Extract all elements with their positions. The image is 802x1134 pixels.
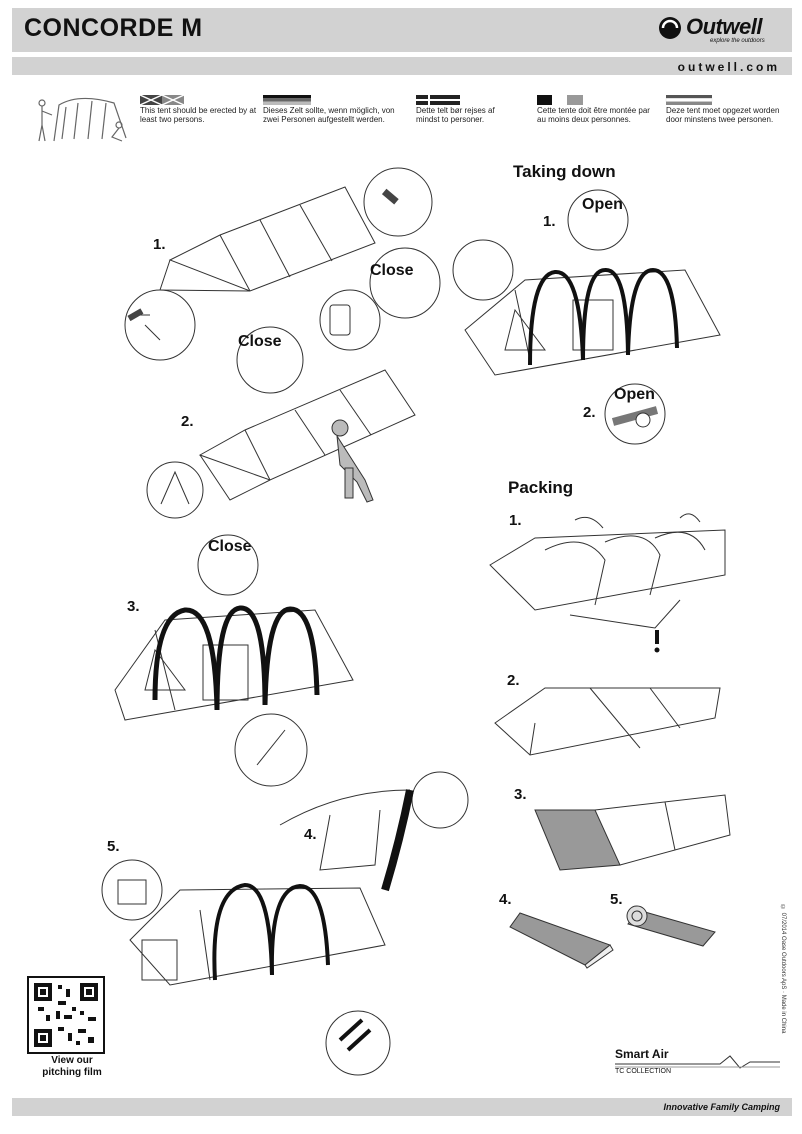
two-persons-illustration: [34, 93, 134, 145]
takedown-step-1-illustration: [455, 190, 735, 405]
collection-label: TC COLLECTION: [615, 1068, 672, 1075]
brand-name: Outwell: [686, 14, 762, 39]
pack-step-2-illustration: [490, 683, 730, 763]
warning-de: Dieses Zelt sollte, wenn möglich, von zw…: [263, 106, 395, 124]
pitch-step-3-illustration: [95, 530, 370, 790]
pitch-step-2-illustration: [135, 360, 425, 520]
product-line-name: Smart Air: [615, 1047, 669, 1061]
pitch-step-4-illustration: [280, 770, 480, 890]
dutch-flag-icon: [666, 95, 712, 105]
product-title: CONCORDE M: [24, 14, 203, 42]
pitch-step-1-illustration: [110, 165, 440, 385]
warning-en: This tent should be erected by at least …: [140, 106, 257, 124]
open-label-takedown-1: Open: [582, 196, 623, 213]
pack-step-2-number: 2.: [507, 672, 520, 689]
takedown-step-1-number: 1.: [543, 213, 556, 230]
brand-logo: Outwell explore the outdoors: [658, 14, 788, 48]
taking-down-title: Taking down: [513, 162, 616, 181]
pitch-step-5-number: 5.: [107, 838, 120, 855]
copyright-note: © 07/2014 Oase Outdoors ApS · Made in Ch…: [780, 905, 786, 1034]
website-url: outwell.com: [677, 60, 780, 74]
outwell-logo-icon: [659, 17, 681, 39]
pitch-step-4-number: 4.: [304, 826, 317, 843]
packing-title: Packing: [508, 478, 574, 497]
pack-step-5-illustration: [623, 902, 723, 952]
brand-tagline: explore the outdoors: [710, 38, 765, 44]
pack-step-4-number: 4.: [499, 891, 512, 908]
pack-step-3-illustration: [525, 790, 735, 875]
pitch-step-3-number: 3.: [127, 598, 140, 615]
pack-step-4-illustration: [515, 905, 625, 970]
qr-code-image[interactable]: [28, 977, 104, 1053]
pack-step-5-number: 5.: [610, 891, 623, 908]
pack-step-1-number: 1.: [509, 512, 522, 529]
uk-flag-icon: [140, 95, 184, 105]
qr-caption: View our pitching film: [28, 1055, 116, 1079]
danish-flag-icon: [416, 95, 460, 105]
pack-step-1-illustration: [485, 510, 735, 653]
warning-nl: Deze tent moet opgezet worden door minst…: [666, 106, 780, 124]
url-bar: [12, 57, 792, 75]
footer-bar: [12, 1098, 792, 1116]
takedown-step-2-detail: [603, 382, 667, 446]
qr-caption-line2: pitching film: [42, 1067, 102, 1078]
open-label-takedown-2: Open: [614, 386, 655, 403]
close-label-step1-bottom: Close: [238, 333, 282, 350]
pitch-step-2-number: 2.: [181, 413, 194, 430]
qr-caption-line1: View our: [51, 1055, 93, 1066]
warning-da: Dette telt bør rejses af mindst to perso…: [416, 106, 495, 124]
french-flag-icon: [537, 95, 583, 105]
german-flag-icon: [263, 95, 311, 105]
pitch-step-1-number: 1.: [153, 236, 166, 253]
pitch-step-5-illustration: [100, 860, 390, 1075]
product-line-divider: [615, 1054, 780, 1070]
close-label-step3: Close: [208, 538, 252, 555]
pack-step-3-number: 3.: [514, 786, 527, 803]
warning-fr: Cette tente doit être montée par au moin…: [537, 106, 650, 124]
footer-tagline: Innovative Family Camping: [663, 1102, 780, 1112]
close-label-step1-right: Close: [370, 262, 414, 279]
takedown-step-2-number: 2.: [583, 404, 596, 421]
